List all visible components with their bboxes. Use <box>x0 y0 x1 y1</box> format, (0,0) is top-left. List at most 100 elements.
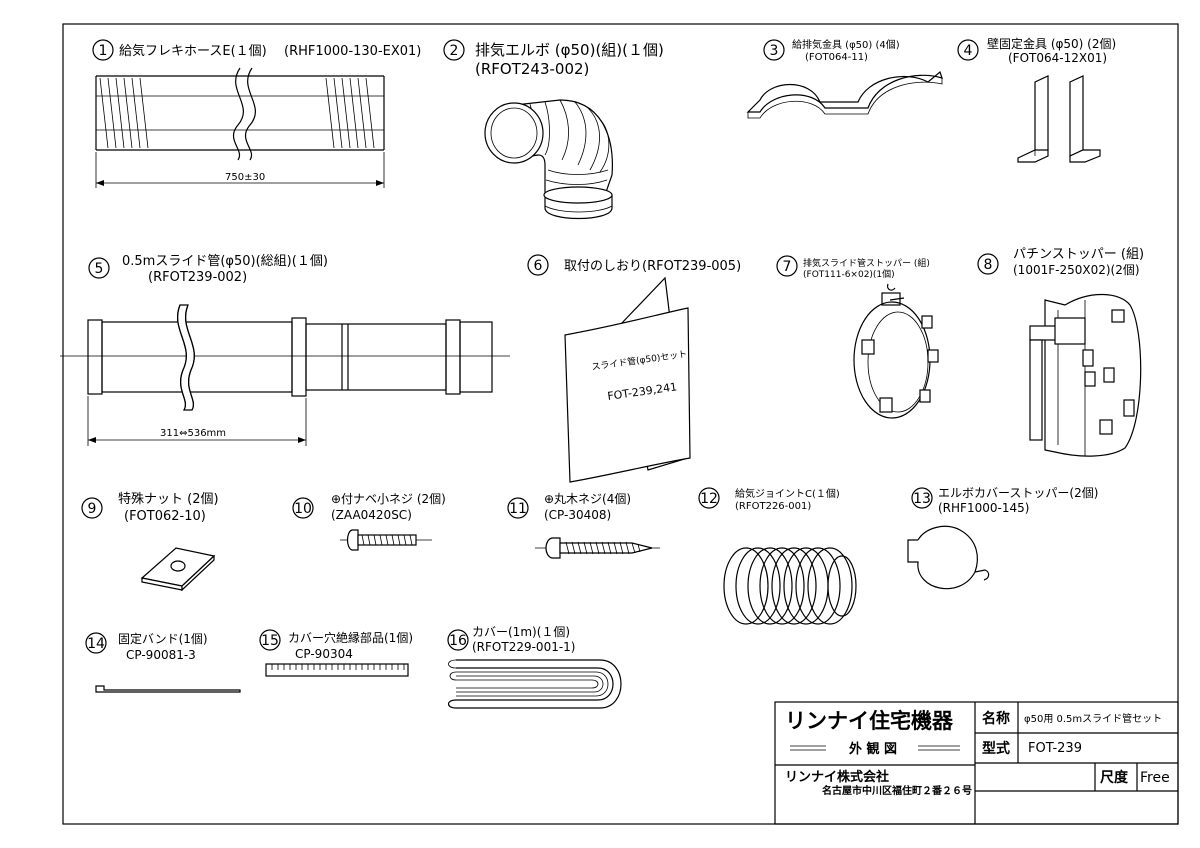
drawing-frame <box>62 23 1179 825</box>
insulation-strip-drawing <box>265 663 409 677</box>
part-code: (ZAA0420SC) <box>331 508 412 522</box>
hose-drawing <box>95 67 385 188</box>
part-1: 1 給気フレキホースE(１個) (RHF1000-130-EX01) 750±3… <box>92 39 421 188</box>
company-name: リンナイ株式会社 <box>785 769 889 785</box>
part-name: ⊕付ナベ小ネジ (2個) <box>331 492 446 506</box>
hose-corrugation-left <box>99 77 149 149</box>
part-number: 7 <box>783 259 792 275</box>
part-number-circle <box>81 497 103 519</box>
part-11: 11 ⊕丸木ネジ(4個) (CP-30408) <box>507 492 660 559</box>
part-number-circle <box>698 487 720 509</box>
part-name: 0.5mスライド管(φ50)(総組)(１個) <box>122 254 328 269</box>
part-number: 8 <box>984 257 993 273</box>
part-name: 排気スライド管ストッパー (組) <box>803 257 930 269</box>
part-name: 特殊ナット (2個) <box>118 492 219 507</box>
part-number: 5 <box>95 261 104 277</box>
part-13: 13 エルボカバーストッパー(2個) (RHF1000-145) <box>907 486 1098 590</box>
part-7: 7 排気スライド管ストッパー (組) (FOT111-6×02)(1個) <box>776 255 939 419</box>
part-2: 2 排気エルボ (φ50)(組)(１個) (RFOT243-002) <box>443 39 664 220</box>
scale-label: 尺度 <box>1100 769 1129 786</box>
part-number-circle <box>92 39 114 61</box>
nut-drawing <box>140 547 216 592</box>
part-number: 11 <box>509 501 527 517</box>
part-number: 4 <box>964 43 973 59</box>
part-number: 13 <box>913 491 931 507</box>
wood-screw-drawing <box>535 537 660 559</box>
part-code: CP-90304 <box>295 647 353 661</box>
part-number-circle <box>763 39 785 61</box>
part-number-circle <box>507 497 529 519</box>
band-drawing <box>95 685 241 693</box>
part-number-circle <box>88 257 110 279</box>
part-number: 1 <box>99 43 108 59</box>
dimension-label: 311⇔536mm <box>160 428 226 439</box>
company-address: 名古屋市中川区福住町２番２６号 <box>822 784 972 797</box>
part-number-circle <box>977 253 999 275</box>
part-4: 4 壁固定金具 (φ50) (2個) (FOT064-12X01) <box>957 36 1116 163</box>
part-code: (FOT111-6×02)(1個) <box>803 268 895 280</box>
part-name: 給気フレキホースE(１個) <box>119 43 267 59</box>
name-value: φ50用 0.5mスライド管セット <box>1024 712 1162 725</box>
part-name: パチンストッパー (組) <box>1013 247 1144 262</box>
part-number-circle <box>447 629 469 651</box>
name-label: 名称 <box>982 710 1010 727</box>
wall-bracket-drawing <box>1017 75 1101 163</box>
part-name: 固定バンド(1個) <box>118 631 208 646</box>
part-number: 6 <box>534 258 543 274</box>
pan-screw-drawing <box>340 529 432 551</box>
part-15: 15 カバー穴絶縁部品(1個) CP-90304 <box>259 629 413 677</box>
part-10: 10 ⊕付ナベ小ネジ (2個) (ZAA0420SC) <box>292 492 446 551</box>
part-number-circle <box>292 497 314 519</box>
part-number: 14 <box>87 636 105 652</box>
part-name: カバー(1m)(１個) <box>472 625 570 639</box>
joint-coil-drawing <box>723 547 857 625</box>
part-3: 3 給排気金具 (φ50) (4個) (FOT064-11) <box>746 38 943 119</box>
part-code: (CP-30408) <box>544 508 611 522</box>
part-name: 壁固定金具 (φ50) (2個) <box>987 36 1116 51</box>
drawing-type: 外 観 図 <box>848 741 897 757</box>
snap-stopper-drawing <box>1029 293 1142 457</box>
company-logo: リンナイ住宅機器 <box>785 709 954 733</box>
part-number: 2 <box>450 43 459 59</box>
part-number-circle <box>259 629 281 651</box>
part-number: 3 <box>770 43 779 59</box>
part-number-circle <box>957 39 979 61</box>
part-name: 排気エルボ (φ50)(組)(１個) <box>475 41 664 59</box>
part-number-circle <box>911 487 933 509</box>
part-number: 9 <box>88 501 97 517</box>
part-code: (RFOT226-001) <box>735 501 811 512</box>
part-number: 12 <box>700 491 718 507</box>
cover-roll-drawing <box>447 659 622 709</box>
part-code: (RFOT229-001-1) <box>472 640 575 654</box>
part-number: 15 <box>261 633 279 649</box>
part-8: 8 パチンストッパー (組) (1001F-250X02)(2個) <box>977 247 1144 457</box>
part-code: (RHF1000-145) <box>938 501 1029 515</box>
part-name: 取付のしおり(RFOT239-005) <box>564 259 741 274</box>
scale-value: Free <box>1140 770 1170 786</box>
part-name: ⊕丸木ネジ(4個) <box>544 492 631 506</box>
part-code: (RFOT239-002) <box>148 270 247 285</box>
model-value: FOT-239 <box>1028 741 1082 756</box>
dimension-label: 750±30 <box>225 172 265 183</box>
booklet-drawing <box>564 276 691 483</box>
part-code: (RFOT243-002) <box>475 60 589 78</box>
part-number: 16 <box>449 633 467 649</box>
part-6: 6 取付のしおり(RFOT239-005) スライド管(φ50)セット FOT-… <box>527 254 741 483</box>
part-5: 5 0.5mスライド管(φ50)(総組)(１個) (RFOT239-002) 3… <box>60 254 510 446</box>
model-label: 型式 <box>982 740 1010 757</box>
part-number: 10 <box>294 501 312 517</box>
part-number-circle <box>443 39 465 61</box>
elbow-drawing <box>484 99 613 220</box>
part-code: (1001F-250X02)(2個) <box>1013 263 1140 277</box>
part-9: 9 特殊ナット (2個) (FOT062-10) <box>81 492 219 592</box>
bracket-drawing <box>746 70 943 119</box>
part-code: (FOT064-11) <box>805 52 868 63</box>
cover-stopper-drawing <box>907 525 990 590</box>
part-number-circle <box>776 255 798 277</box>
stopper-ring-drawing <box>853 283 939 419</box>
part-name: カバー穴絶縁部品(1個) <box>288 630 413 645</box>
part-14: 14 固定バンド(1個) CP-90081-3 <box>85 631 241 693</box>
part-16: 16 カバー(1m)(１個) (RFOT229-001-1) <box>447 625 622 709</box>
part-code: CP-90081-3 <box>126 648 196 662</box>
